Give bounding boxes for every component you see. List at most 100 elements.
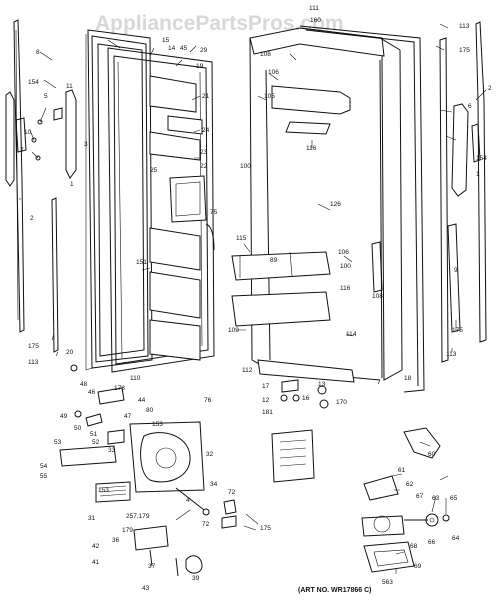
callout-16: 16 — [302, 395, 310, 402]
callout-116-b: 116 — [340, 285, 351, 292]
fresh-food-bin-lower — [231, 291, 331, 327]
callout-46: 46 — [88, 389, 96, 396]
spring-clip — [175, 557, 179, 577]
callout-114: 114 — [346, 331, 357, 338]
callout-175-right: 175 — [452, 327, 463, 334]
callout-60: 60 — [428, 451, 436, 458]
callout-53: 53 — [54, 439, 62, 446]
bottom-right-bracket-small — [221, 499, 237, 529]
callout-55: 55 — [40, 473, 48, 480]
callout-109: 109 — [228, 327, 239, 334]
small-parts-left — [70, 364, 125, 445]
right-handle — [451, 103, 481, 197]
left-door-gasket-strip — [13, 19, 25, 333]
callout-31: 31 — [88, 515, 96, 522]
callout-179: 179 — [122, 527, 133, 534]
callout-72-b: 72 — [202, 521, 210, 528]
callout-29: 29 — [200, 47, 208, 54]
ice-chute-tube — [205, 223, 215, 251]
callout-63: 63 — [432, 495, 440, 502]
callout-4: 4 — [186, 497, 190, 504]
callout-72: 72 — [228, 489, 236, 496]
callout-52: 52 — [92, 439, 100, 446]
small-screws-left — [31, 119, 43, 161]
fresh-food-outer-door — [299, 25, 425, 393]
callout-23: 23 — [200, 149, 208, 156]
callout-175: 175 — [459, 47, 470, 54]
callout-106-b: 106 — [338, 249, 349, 256]
callout-15: 15 — [162, 37, 170, 44]
callout-6: 6 — [468, 103, 472, 110]
callout-50: 50 — [74, 425, 82, 432]
callout-153-b: 153 — [98, 487, 109, 494]
freezer-door-liner — [107, 47, 215, 373]
callout-8: 8 — [36, 49, 40, 56]
drive-shaft — [175, 487, 210, 516]
callout-89: 89 — [270, 257, 278, 264]
callout-563: 563 — [382, 579, 393, 586]
cam-part — [185, 555, 203, 574]
instruction-card — [271, 429, 315, 483]
right-door-side-strip — [439, 37, 449, 363]
callout-113-right: 113 — [446, 351, 457, 358]
left-door-handle-trim — [5, 91, 27, 187]
callout-110: 110 — [130, 375, 141, 382]
callout-47: 47 — [124, 413, 132, 420]
callout-37: 37 — [148, 563, 156, 570]
callout-151: 151 — [136, 259, 147, 266]
right-door-bottom-strip — [447, 223, 461, 333]
watermark-text: AppliancePartsPros.com — [95, 12, 344, 35]
callout-181: 181 — [262, 409, 273, 416]
callout-13: 13 — [318, 381, 326, 388]
crisper-cover — [271, 85, 351, 115]
callout-44: 44 — [138, 397, 146, 404]
callout-75: 75 — [210, 209, 218, 216]
callout-41: 41 — [92, 559, 100, 566]
callout-51: 51 — [90, 431, 98, 438]
callout-3: 3 — [84, 141, 88, 148]
callout-160: 160 — [310, 17, 321, 24]
callout-154: 154 — [28, 79, 39, 86]
right-door-gasket-strip — [475, 21, 487, 343]
freezer-door-shelves — [149, 75, 203, 361]
callout-32: 32 — [206, 451, 214, 458]
bracket-assembly — [133, 525, 169, 567]
callout-170: 170 — [336, 399, 347, 406]
callout-43: 43 — [142, 585, 150, 592]
callout-42: 42 — [92, 543, 100, 550]
grille-tray — [95, 481, 131, 503]
callout-61: 61 — [398, 467, 406, 474]
callout-68: 68 — [410, 543, 418, 550]
callout-65: 65 — [450, 495, 458, 502]
callout-112: 112 — [242, 367, 253, 374]
callout-9-right: 9 — [454, 267, 458, 274]
callout-2: 2 — [488, 85, 492, 92]
callout-5: 5 — [44, 93, 48, 100]
callout-20: 20 — [66, 349, 74, 356]
shelf-light-small — [285, 121, 331, 135]
callout-18: 18 — [404, 375, 412, 382]
callout-11: 11 — [66, 83, 73, 90]
callout-108: 108 — [260, 51, 271, 58]
callout-34: 34 — [210, 481, 218, 488]
rail-right-side — [371, 241, 383, 293]
callout-153: 153 — [152, 421, 163, 428]
fresh-food-door-frame — [249, 27, 403, 381]
callout-19: 19 — [196, 63, 204, 70]
callout-175-left: 175 — [28, 343, 39, 350]
callout-14: 14 — [168, 45, 176, 52]
callout-116: 116 — [306, 145, 317, 152]
callout-36: 36 — [112, 537, 120, 544]
left-door-side-strip — [51, 197, 59, 353]
dispenser-motor-assembly — [129, 421, 205, 493]
callout-106: 106 — [268, 69, 279, 76]
callout-111: 111 — [309, 5, 319, 12]
callout-257-179: 257,179 — [126, 513, 150, 520]
leader-lines — [19, 23, 487, 574]
callout-1: 1 — [70, 181, 74, 188]
callout-54: 54 — [40, 463, 48, 470]
bottom-rail — [257, 359, 355, 383]
auger-motor — [361, 515, 405, 537]
fresh-food-bin-upper — [231, 251, 331, 281]
